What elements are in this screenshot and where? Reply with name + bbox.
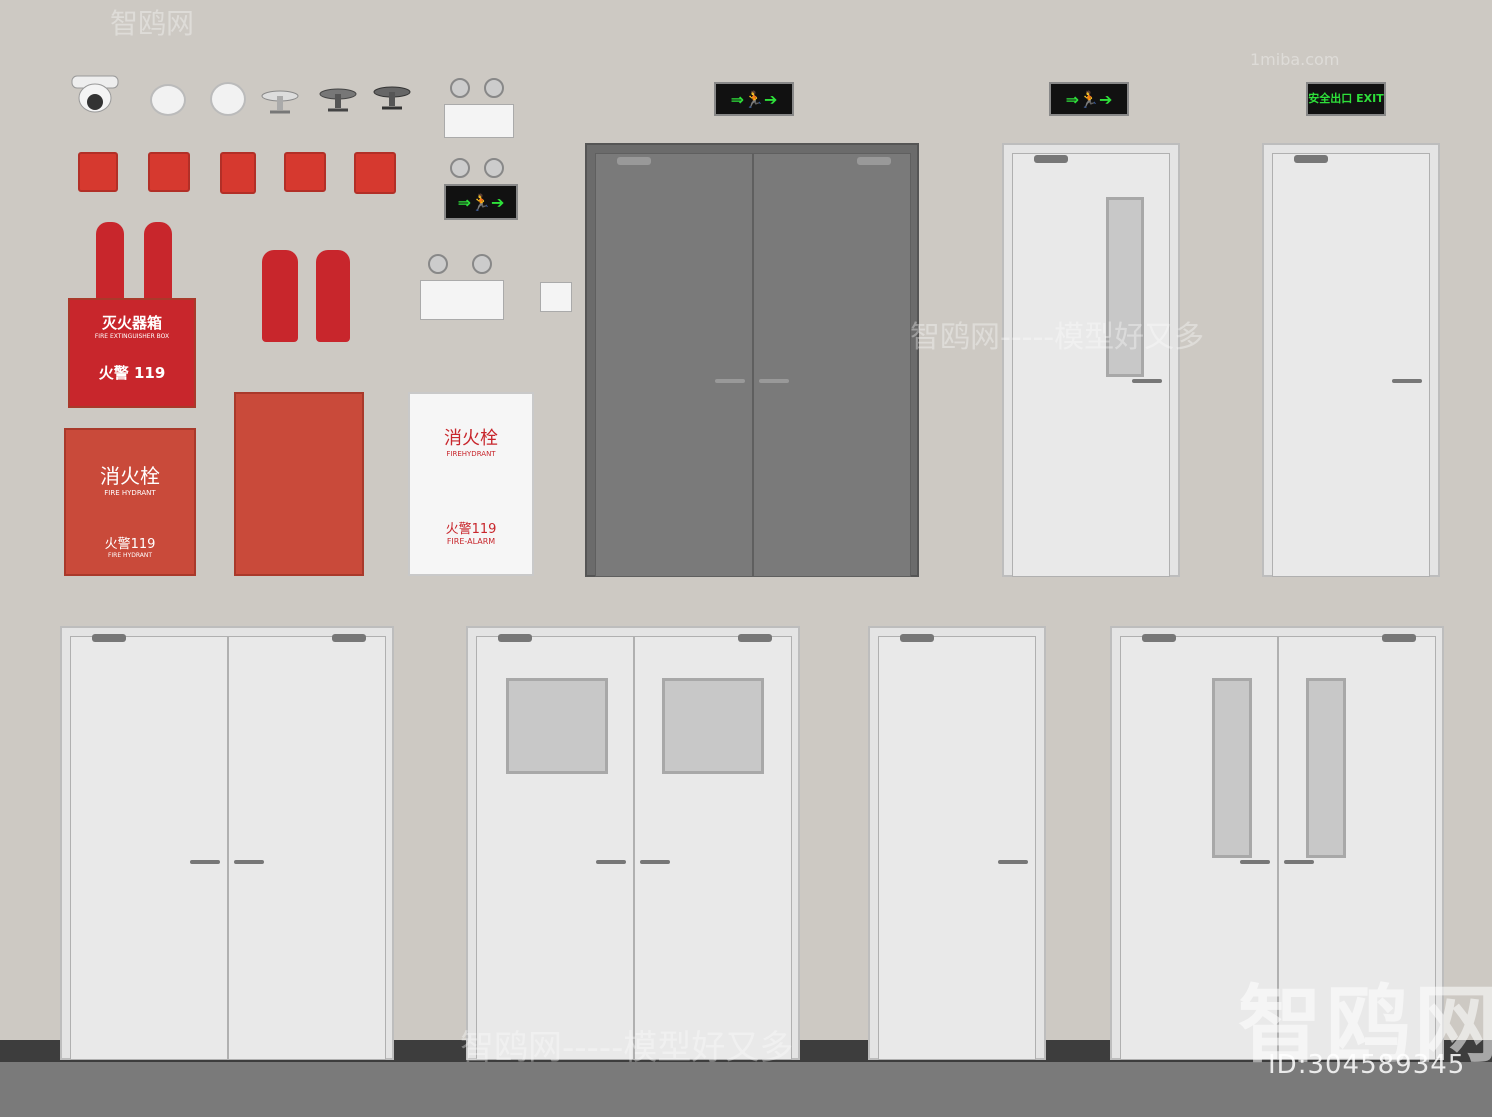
door-closer xyxy=(857,157,891,165)
door-window xyxy=(662,678,764,774)
door-closer xyxy=(1382,634,1416,642)
smoke-detector-icon xyxy=(210,82,246,116)
manual-alarm-button-icon xyxy=(148,152,190,192)
white-double-door-glass xyxy=(1110,626,1444,1060)
cabinet-title: 灭火器箱 xyxy=(101,314,162,332)
door-handle xyxy=(998,860,1028,864)
white-double-door-windows xyxy=(466,626,800,1060)
hydrant-white-alarm: 火警119 xyxy=(445,522,497,537)
sprinkler-head-icon xyxy=(318,86,358,116)
door-window xyxy=(1212,678,1252,858)
alarm-bell-icon xyxy=(220,152,256,194)
door-leaf-right xyxy=(753,153,911,577)
fire-extinguisher-icon xyxy=(96,222,124,302)
exit-sign-text: ⇒🏃➔ xyxy=(1065,89,1113,109)
exit-sign: ⇒🏃➔ xyxy=(1049,82,1129,116)
hydrant-white-subtitle: FIREHYDRANT xyxy=(446,450,496,458)
exit-sign: ⇒🏃➔ xyxy=(714,82,794,116)
door-leaf-right xyxy=(1278,636,1436,1060)
door-leaf xyxy=(878,636,1036,1060)
door-leaf-right xyxy=(228,636,386,1060)
exit-sign-text: 安全出口 EXIT xyxy=(1308,92,1384,105)
hydrant-cabinet-white: 消火栓 FIREHYDRANT 火警119 FIRE-ALARM xyxy=(408,392,534,576)
door-handle xyxy=(759,379,789,383)
hydrant-subtitle: FIRE HYDRANT xyxy=(104,489,156,497)
hydrant-cabinet-red: 消火栓 FIRE HYDRANT 火警119 FIRE HYDRANT xyxy=(64,428,196,576)
hydrant-alarm: 火警119 xyxy=(104,537,156,552)
door-leaf xyxy=(1272,153,1430,577)
manual-alarm-button-icon xyxy=(354,152,396,194)
sprinkler-head-icon xyxy=(372,84,412,114)
hydrant-alarm-sub: FIRE HYDRANT xyxy=(107,552,153,559)
hydrant-white-alarm-sub: FIRE-ALARM xyxy=(446,537,496,546)
exit-sign-text: ⇒🏃➔ xyxy=(457,192,505,212)
door-closer xyxy=(1142,634,1176,642)
floor xyxy=(0,1062,1492,1117)
emergency-lamp-icon xyxy=(484,78,504,98)
extinguisher-cabinet: 灭火器箱 FIRE EXTINGUISHER BOX 火警 119 xyxy=(68,298,196,408)
gray-double-door xyxy=(585,143,919,577)
watermark-id: ID:304589345 xyxy=(1268,1050,1466,1080)
wall-switch-icon xyxy=(540,282,572,312)
door-leaf xyxy=(1012,153,1170,577)
door-handle xyxy=(234,860,264,864)
emergency-lamp-icon xyxy=(450,158,470,178)
watermark-site: 1miba.com xyxy=(1250,50,1340,69)
door-leaf-left xyxy=(70,636,228,1060)
emergency-lamp-icon xyxy=(450,78,470,98)
sprinkler-head-icon xyxy=(260,88,300,118)
cabinet-alarm: 火警 119 xyxy=(98,364,166,382)
door-handle xyxy=(715,379,745,383)
door-handle xyxy=(1392,379,1422,383)
door-closer xyxy=(332,634,366,642)
door-handle xyxy=(640,860,670,864)
door-handle xyxy=(1284,860,1314,864)
hydrant-white-title: 消火栓 xyxy=(444,428,498,449)
emergency-lamp-icon xyxy=(428,254,448,274)
door-window xyxy=(506,678,608,774)
door-handle xyxy=(1240,860,1270,864)
watermark-slogan: 智鸥网-----模型好又多 xyxy=(910,320,1205,355)
door-handle xyxy=(596,860,626,864)
smoke-detector-icon xyxy=(150,84,186,116)
emergency-light-box xyxy=(444,104,514,138)
hydrant-cabinet-plain xyxy=(234,392,364,576)
white-single-door xyxy=(868,626,1046,1060)
exit-sign: 安全出口 EXIT xyxy=(1306,82,1386,116)
white-double-door xyxy=(60,626,394,1060)
watermark-slogan: 智鸥网-----模型好又多 xyxy=(460,1028,794,1068)
fire-extinguisher-icon xyxy=(316,250,350,342)
hydrant-title: 消火栓 xyxy=(100,464,160,488)
door-window xyxy=(1106,197,1144,377)
emergency-lamp-icon xyxy=(484,158,504,178)
white-single-door xyxy=(1262,143,1440,577)
door-closer xyxy=(900,634,934,642)
door-closer xyxy=(1034,155,1068,163)
manual-alarm-button-icon xyxy=(78,152,118,192)
white-single-door-glass xyxy=(1002,143,1180,577)
fire-extinguisher-icon xyxy=(262,250,298,342)
door-closer xyxy=(617,157,651,165)
watermark-brand: 智鸥网 xyxy=(110,7,195,40)
door-handle xyxy=(1132,379,1162,383)
door-leaf-left xyxy=(595,153,753,577)
cabinet-subtitle: FIRE EXTINGUISHER BOX xyxy=(94,333,170,340)
manual-alarm-button-icon xyxy=(284,152,326,192)
door-closer xyxy=(92,634,126,642)
door-handle xyxy=(190,860,220,864)
emergency-light-box xyxy=(420,280,504,320)
exit-sign-text: ⇒🏃➔ xyxy=(730,89,778,109)
door-closer xyxy=(498,634,532,642)
door-closer xyxy=(1294,155,1328,163)
emergency-lamp-icon xyxy=(472,254,492,274)
watermark-big: 智鸥网 xyxy=(1238,976,1492,1074)
security-camera-icon xyxy=(70,74,120,114)
door-closer xyxy=(738,634,772,642)
fire-extinguisher-icon xyxy=(144,222,172,302)
door-window xyxy=(1306,678,1346,858)
exit-sign: ⇒🏃➔ xyxy=(444,184,518,220)
